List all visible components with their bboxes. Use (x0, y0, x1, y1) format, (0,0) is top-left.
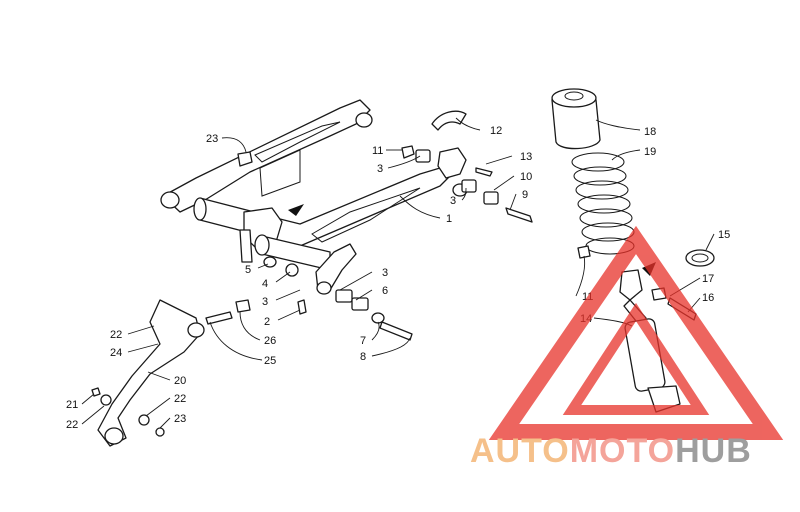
callout-19: 19 (644, 146, 656, 158)
callout-20: 20 (174, 375, 186, 387)
callout-16: 16 (702, 292, 714, 304)
callout-22: 22 (110, 329, 122, 341)
callout-9: 9 (522, 189, 528, 201)
callout-22: 22 (66, 419, 78, 431)
leader-lines (81, 117, 715, 429)
lower-arm-assembly (193, 147, 468, 295)
callout-1: 1 (446, 213, 452, 225)
watermark-text-moto: MOTO (570, 432, 675, 470)
callout-3: 3 (377, 163, 383, 175)
arrow-marker (288, 204, 304, 216)
callout-23: 23 (206, 133, 218, 145)
callout-23: 23 (174, 413, 186, 425)
callout-17: 17 (702, 273, 714, 285)
callout-24: 24 (110, 347, 122, 359)
callout-12: 12 (490, 125, 502, 137)
callout-7: 7 (360, 335, 366, 347)
callout-21: 21 (66, 399, 78, 411)
callout-3: 3 (382, 267, 388, 279)
callout-15: 15 (718, 229, 730, 241)
callout-26: 26 (264, 335, 276, 347)
callout-22: 22 (174, 393, 186, 405)
callout-5: 5 (245, 264, 251, 276)
lower-link-arm (91, 299, 205, 447)
callout-4: 4 (262, 278, 268, 290)
callout-2: 2 (264, 316, 270, 328)
watermark-logo (488, 225, 784, 440)
coil-spring (571, 152, 635, 255)
watermark-text-hub: HUB (675, 432, 752, 470)
rear-upper-arm (160, 99, 373, 213)
callout-3: 3 (450, 195, 456, 207)
watermark-triangle-icon (488, 225, 784, 440)
watermark-text-auto: AUTO (470, 432, 570, 470)
watermark-inner-triangle-icon (562, 302, 710, 415)
callout-13: 13 (520, 151, 532, 163)
callout-18: 18 (644, 126, 656, 138)
hardware-upper (237, 110, 533, 223)
callout-6: 6 (382, 285, 388, 297)
watermark-text: AUTOMOTOHUB (470, 432, 752, 470)
callout-25: 25 (264, 355, 276, 367)
callout-10: 10 (520, 171, 532, 183)
callout-8: 8 (360, 351, 366, 363)
hardware-lower (205, 256, 413, 341)
callout-11: 11 (372, 145, 383, 157)
callout-3: 3 (262, 296, 268, 308)
